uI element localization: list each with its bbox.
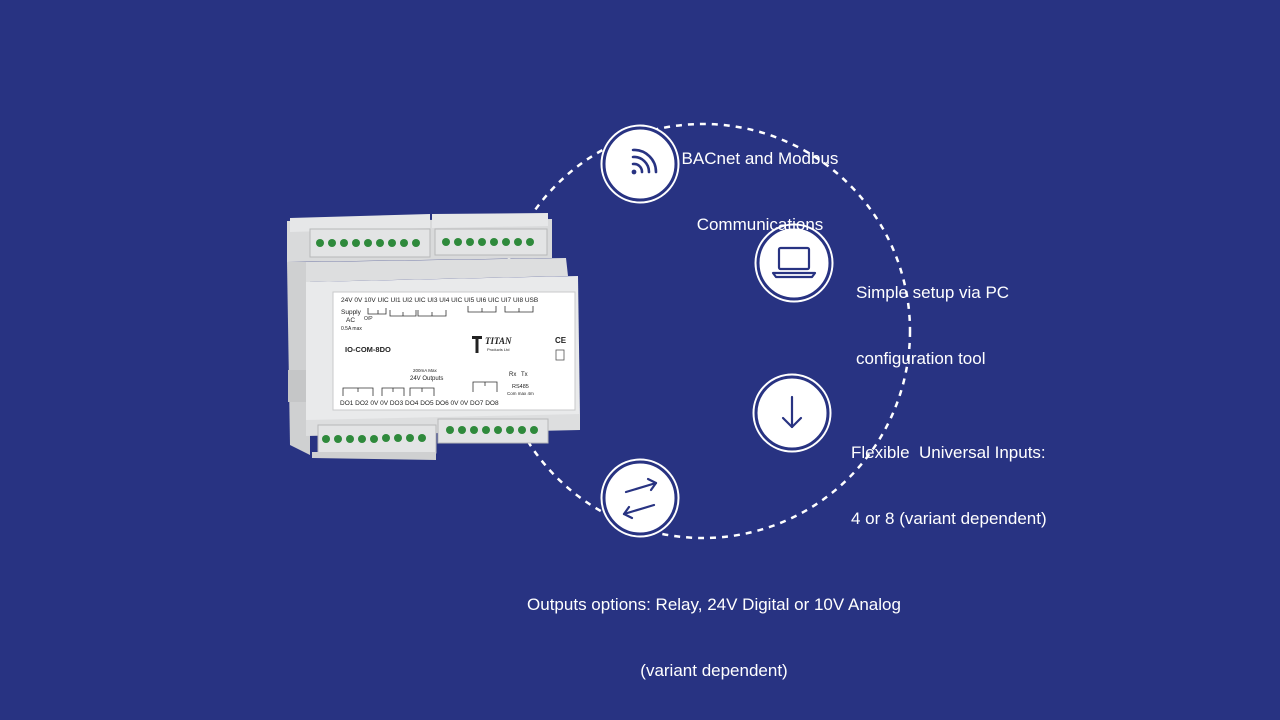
max-label: 0.5A max	[341, 326, 362, 332]
feature-label-setup: Simple setup via PC configuration tool	[856, 238, 1009, 392]
feature-label-communications: BACnet and Modbus Communications	[620, 104, 900, 258]
feature-node-outputs	[600, 458, 680, 538]
top-terminal-labels: 24V 0V 10V UIC UI1 UI2 UIC UI3 UI4 UIC U…	[341, 297, 538, 304]
tx-label: Tx	[521, 372, 528, 378]
supply-label: Supply	[341, 309, 362, 316]
feature-node-setup	[754, 223, 834, 303]
feature-node-communications	[600, 124, 680, 204]
brand-name: TITAN	[485, 336, 512, 346]
feature-line: (variant dependent)	[640, 661, 788, 680]
model-name: IO-COM-8DO	[345, 345, 391, 354]
rx-label: Rx	[509, 372, 516, 378]
feature-line: Communications	[696, 215, 824, 234]
io-module-device: 24V 0V 10V UIC UI1 UI2 UIC UI3 UI4 UIC U…	[287, 213, 580, 460]
wifi-icon	[631, 148, 658, 175]
titan-logo-mark	[472, 336, 482, 353]
rs485-label: RS485	[512, 384, 529, 390]
laptop-icon	[771, 246, 817, 279]
feature-line: BACnet and Modbus	[681, 149, 839, 168]
swap-arrows-icon	[622, 477, 658, 520]
outputs-label: 24V Outputs	[410, 376, 443, 382]
bottom-terminal-screws	[322, 426, 538, 443]
feature-line: Simple setup via PC	[856, 283, 1010, 302]
top-terminal-screws	[316, 238, 534, 247]
com-label: Com max 4m	[507, 391, 534, 396]
feature-node-inputs	[752, 373, 832, 453]
ce-mark: CE	[555, 336, 567, 345]
feature-line: configuration tool	[856, 349, 986, 368]
feature-label-outputs: Outputs options: Relay, 24V Digital or 1…	[464, 550, 964, 704]
ac-label: AC	[346, 317, 355, 324]
outputs-rating: 200mA Max	[413, 368, 438, 373]
arrow-down-icon	[781, 395, 803, 429]
brand-subtitle: Products Ltd	[487, 347, 509, 352]
feature-line: 4 or 8 (variant dependent)	[851, 509, 1047, 528]
bottom-terminal-labels: DO1 DO2 0V 0V DO3 DO4 DO5 DO6 0V 0V DO7 …	[340, 400, 499, 407]
feature-label-inputs: Flexible Universal Inputs: 4 or 8 (varia…	[851, 398, 1047, 552]
feature-line: Flexible Universal Inputs:	[851, 443, 1046, 462]
op-label: O/P	[364, 316, 373, 322]
feature-line: Outputs options: Relay, 24V Digital or 1…	[527, 595, 901, 614]
